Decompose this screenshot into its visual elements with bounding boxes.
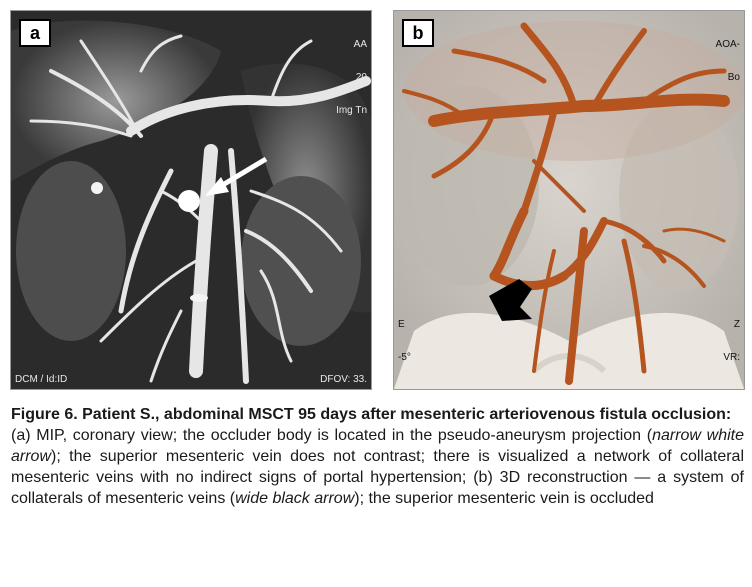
overlay-bottom-right-a: DFOV: 33. [320,374,367,385]
overlay-line: AOA- [715,39,740,50]
panel-label-a: a [19,19,51,47]
overlay-bottom-right-b: Z VR: [723,297,740,385]
overlay-line: -5° [398,352,411,363]
caption-title: Figure 6. Patient S., abdominal MSCT 95 … [11,406,732,423]
caption-body: (a) MIP, coronary view; the occluder bod… [11,427,744,507]
caption-text: ); the superior mesenteric vein is occlu… [354,490,654,507]
overlay-line: Img Tn [336,105,367,116]
overlay-top-right-b: AOA- Bo [716,17,740,105]
overlay-line: AA [353,39,367,50]
figure-panel-a: a AA 20 Img Tn DCM / Id:ID DFOV: 33. [10,10,372,390]
caption-emphasis: wide black arrow [235,490,355,507]
caption-text: (a) MIP, coronary view; the occluder bod… [11,427,653,444]
overlay-line: 20 [355,72,367,83]
overlay-line: Bo [727,72,740,83]
mip-coronary-image [11,20,371,384]
overlay-top-right-a: AA 20 Img Tn [336,17,367,138]
caption-text: ); the superior mesenteric vein does not… [11,448,744,507]
overlay-bottom-left-a: DCM / Id:ID [15,374,68,385]
overlay-bottom-left-b: E -5° [398,297,411,385]
figure-panel-b: b AOA- Bo E -5° Z VR: [393,10,745,390]
figure-caption: Figure 6. Patient S., abdominal MSCT 95 … [11,404,744,509]
caption-emphasis: narrow white arrow [11,427,745,465]
3d-reconstruction-image [394,11,744,389]
overlay-line: Z [733,319,740,330]
overlay-line: VR: [723,352,740,363]
narrow-white-arrow-icon [205,156,268,196]
wide-black-arrow-icon [489,279,532,321]
panel-label-b: b [402,19,434,47]
overlay-line: E [398,319,405,330]
